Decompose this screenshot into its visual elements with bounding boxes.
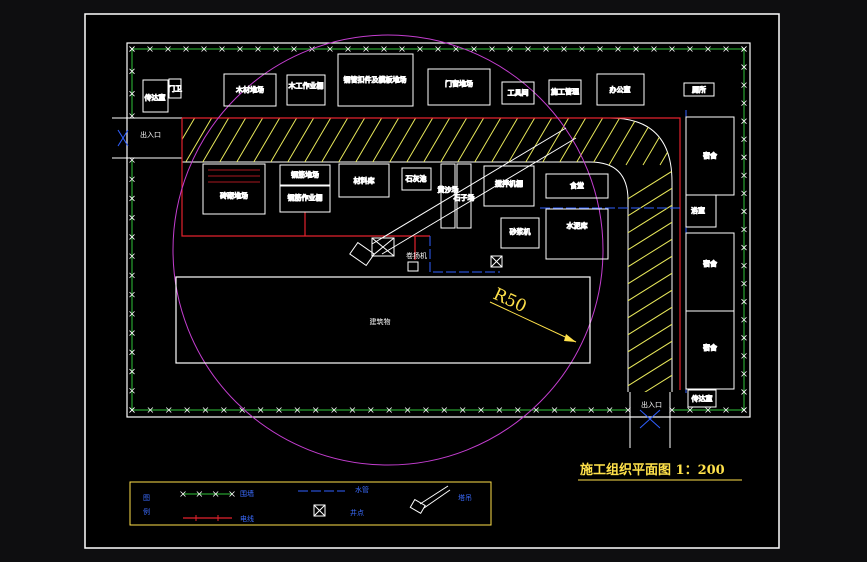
tower-crane <box>349 127 577 267</box>
rebar-yard-label: 钢筋堆场 <box>291 170 319 179</box>
window-yard-label: 门窗堆场 <box>445 79 473 88</box>
legend-fence-label: 围墙 <box>240 489 254 498</box>
mixer-shed-label: 搅拌机棚 <box>495 179 523 188</box>
steel-yard-label: 钢管扣件及模板堆场 <box>344 75 407 84</box>
lime-pit <box>401 167 432 191</box>
hoist-label: 卷扬机 <box>406 251 427 260</box>
canteen-label: 食堂 <box>570 181 584 190</box>
brick-yard-label: 砖砌堆场 <box>220 191 248 200</box>
office <box>596 73 645 106</box>
office-label: 办公室 <box>610 85 631 94</box>
legend-title-2: 例 <box>143 507 150 516</box>
legend-well-symbol <box>313 504 326 517</box>
canteen <box>545 173 609 199</box>
guard-small-label: 门卫 <box>168 84 182 93</box>
steel-yard <box>337 53 414 107</box>
facilities: 传达室 门卫 木材堆场 木工作业棚 钢管扣件及模板堆场 门窗堆场 工具间 施工管… <box>142 53 735 408</box>
lime-pit-label: 石灰池 <box>406 174 427 183</box>
guard-top-left-label: 传达室 <box>145 93 166 102</box>
site-office-label: 施工管理 <box>551 87 579 96</box>
sand-yard-2-label: 石子场 <box>454 193 475 202</box>
legend: 图 例 围墙 电线 水管 井点 塔吊 <box>129 481 492 526</box>
material-room <box>338 163 390 198</box>
drawing-sheet <box>84 13 780 549</box>
site-boundary <box>126 42 751 418</box>
bath-label: 浴室 <box>691 206 705 215</box>
well-point-marker <box>490 255 503 268</box>
legend-power-label: 电线 <box>240 514 254 523</box>
carpentry-shop-label: 木工作业棚 <box>289 81 324 90</box>
guard-house-bottom-right <box>687 389 717 408</box>
window-yard <box>427 68 491 106</box>
legend-crane-symbol <box>409 485 451 515</box>
power-line <box>181 117 681 390</box>
dorm-1-label: 宿舍 <box>703 151 717 160</box>
guard-house-top-left <box>142 79 169 113</box>
main-building: 建筑物 <box>175 276 591 364</box>
dorm-2-label: 宿舍 <box>703 259 717 268</box>
rebar-shop <box>279 185 331 213</box>
sand-yard-1 <box>440 163 456 229</box>
rebar-yard <box>279 164 331 186</box>
brick-yard <box>202 163 266 215</box>
timber-yard-label: 木材堆场 <box>236 85 264 94</box>
timber-yard <box>223 73 277 107</box>
legend-well-label: 井点 <box>350 508 364 517</box>
title-text: 施工组织平面图 1：200 <box>580 462 725 478</box>
building-label: 建筑物 <box>370 317 391 326</box>
legend-title-1: 图 <box>143 494 150 502</box>
mixer-shed <box>483 165 535 207</box>
entrance-bottom-label: 出入口 <box>641 400 662 409</box>
carpentry-shop <box>286 74 326 106</box>
guard-bottom-right-label: 传达室 <box>692 394 713 403</box>
tool-room <box>501 81 535 105</box>
hoist: 卷扬机 <box>406 251 427 272</box>
tower-crane-radius <box>172 34 604 466</box>
toilet <box>683 82 715 97</box>
cement-store <box>545 208 609 260</box>
mortar-shed <box>500 217 540 249</box>
toilet-label: 厕所 <box>692 85 706 94</box>
cement-store-label: 水泥库 <box>567 221 588 230</box>
sand-yard-1-label: 黄沙场 <box>438 185 459 194</box>
bath <box>685 194 717 228</box>
mortar-shed-label: 砂浆机 <box>510 227 531 236</box>
tool-room-label: 工具间 <box>508 89 529 97</box>
legend-crane-label: 塔吊 <box>458 493 472 502</box>
material-room-label: 材料库 <box>354 176 375 185</box>
rebar-shop-label: 钢筋作业棚 <box>288 193 323 202</box>
guard-small <box>168 78 182 99</box>
sand-yard-2 <box>456 163 472 229</box>
legend-fence-symbol <box>180 491 235 497</box>
site-office <box>548 79 582 105</box>
legend-water-label: 水管 <box>355 485 369 494</box>
dorm-3 <box>685 310 735 390</box>
entrance-left-label: 出入口 <box>140 130 161 139</box>
drawing-title: 施工组织平面图 1：200 <box>578 462 742 481</box>
dorm-3-label: 宿舍 <box>703 343 717 352</box>
